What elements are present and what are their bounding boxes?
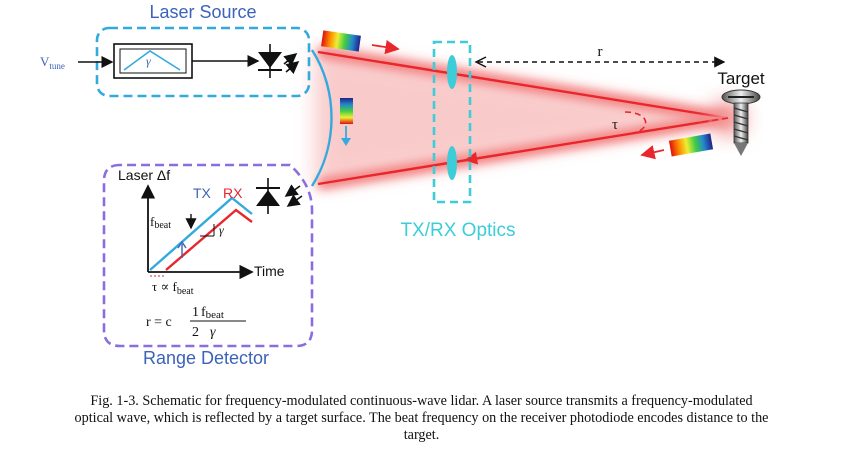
target-screw-icon xyxy=(721,89,761,156)
tx-chirp-line xyxy=(149,196,253,271)
tau-label: τ xyxy=(612,117,618,133)
laser-source-title: Laser Source xyxy=(149,2,256,22)
svg-text:fbeat: fbeat xyxy=(201,305,224,321)
slope-gamma: γ xyxy=(219,223,224,237)
fbeat-label: fbeat xyxy=(150,214,171,231)
photodiode-icon xyxy=(256,178,303,214)
svg-text:γ: γ xyxy=(210,325,216,340)
svg-text:2: 2 xyxy=(192,325,199,340)
optics-box xyxy=(432,40,472,204)
laser-diode-icon xyxy=(258,44,300,78)
rx-label: RX xyxy=(223,185,243,201)
caption-line-3: target. xyxy=(403,427,440,443)
lo-chirp-icon xyxy=(340,98,353,124)
optics-label: TX/RX Optics xyxy=(400,220,515,241)
tx-lens xyxy=(447,55,457,89)
vtune-label: Vtune xyxy=(40,54,65,71)
svg-text:1: 1 xyxy=(192,305,199,320)
target-label: Target xyxy=(717,69,765,88)
figure-caption: Fig. 1-3. Schematic for frequency-modula… xyxy=(20,393,823,444)
range-detector-title: Range Detector xyxy=(143,348,269,368)
range-detector-box xyxy=(102,163,314,348)
caption-line-1: Fig. 1-3. Schematic for frequency-modula… xyxy=(90,393,753,409)
transmit-beam xyxy=(317,50,729,120)
y-axis-label: Laser Δf xyxy=(118,167,170,183)
delayed-return-path xyxy=(639,117,729,133)
distance-label: r xyxy=(598,44,603,60)
tx-chirp-icon xyxy=(321,30,361,52)
ramp-gamma: γ xyxy=(146,54,151,68)
tau-proportional: τ ∝ fbeat xyxy=(152,279,194,297)
rx-chirp-line xyxy=(165,208,253,271)
tx-label: TX xyxy=(193,185,212,201)
rx-chirp-icon xyxy=(668,133,714,157)
range-equation: r = c 1 fbeat 2 γ xyxy=(146,305,246,340)
x-axis-label: Time xyxy=(254,263,285,279)
rx-lens xyxy=(447,146,457,180)
fmcw-lidar-diagram: τ Laser Source Vtune γ TX/RX Optics r Ta… xyxy=(40,2,765,368)
beam-splitter xyxy=(310,49,333,187)
ramp-generator xyxy=(113,43,193,79)
svg-text:r = c: r = c xyxy=(146,315,172,330)
laser-beams xyxy=(315,46,746,190)
caption-line-2: optical wave, which is reflected by a ta… xyxy=(74,410,769,426)
